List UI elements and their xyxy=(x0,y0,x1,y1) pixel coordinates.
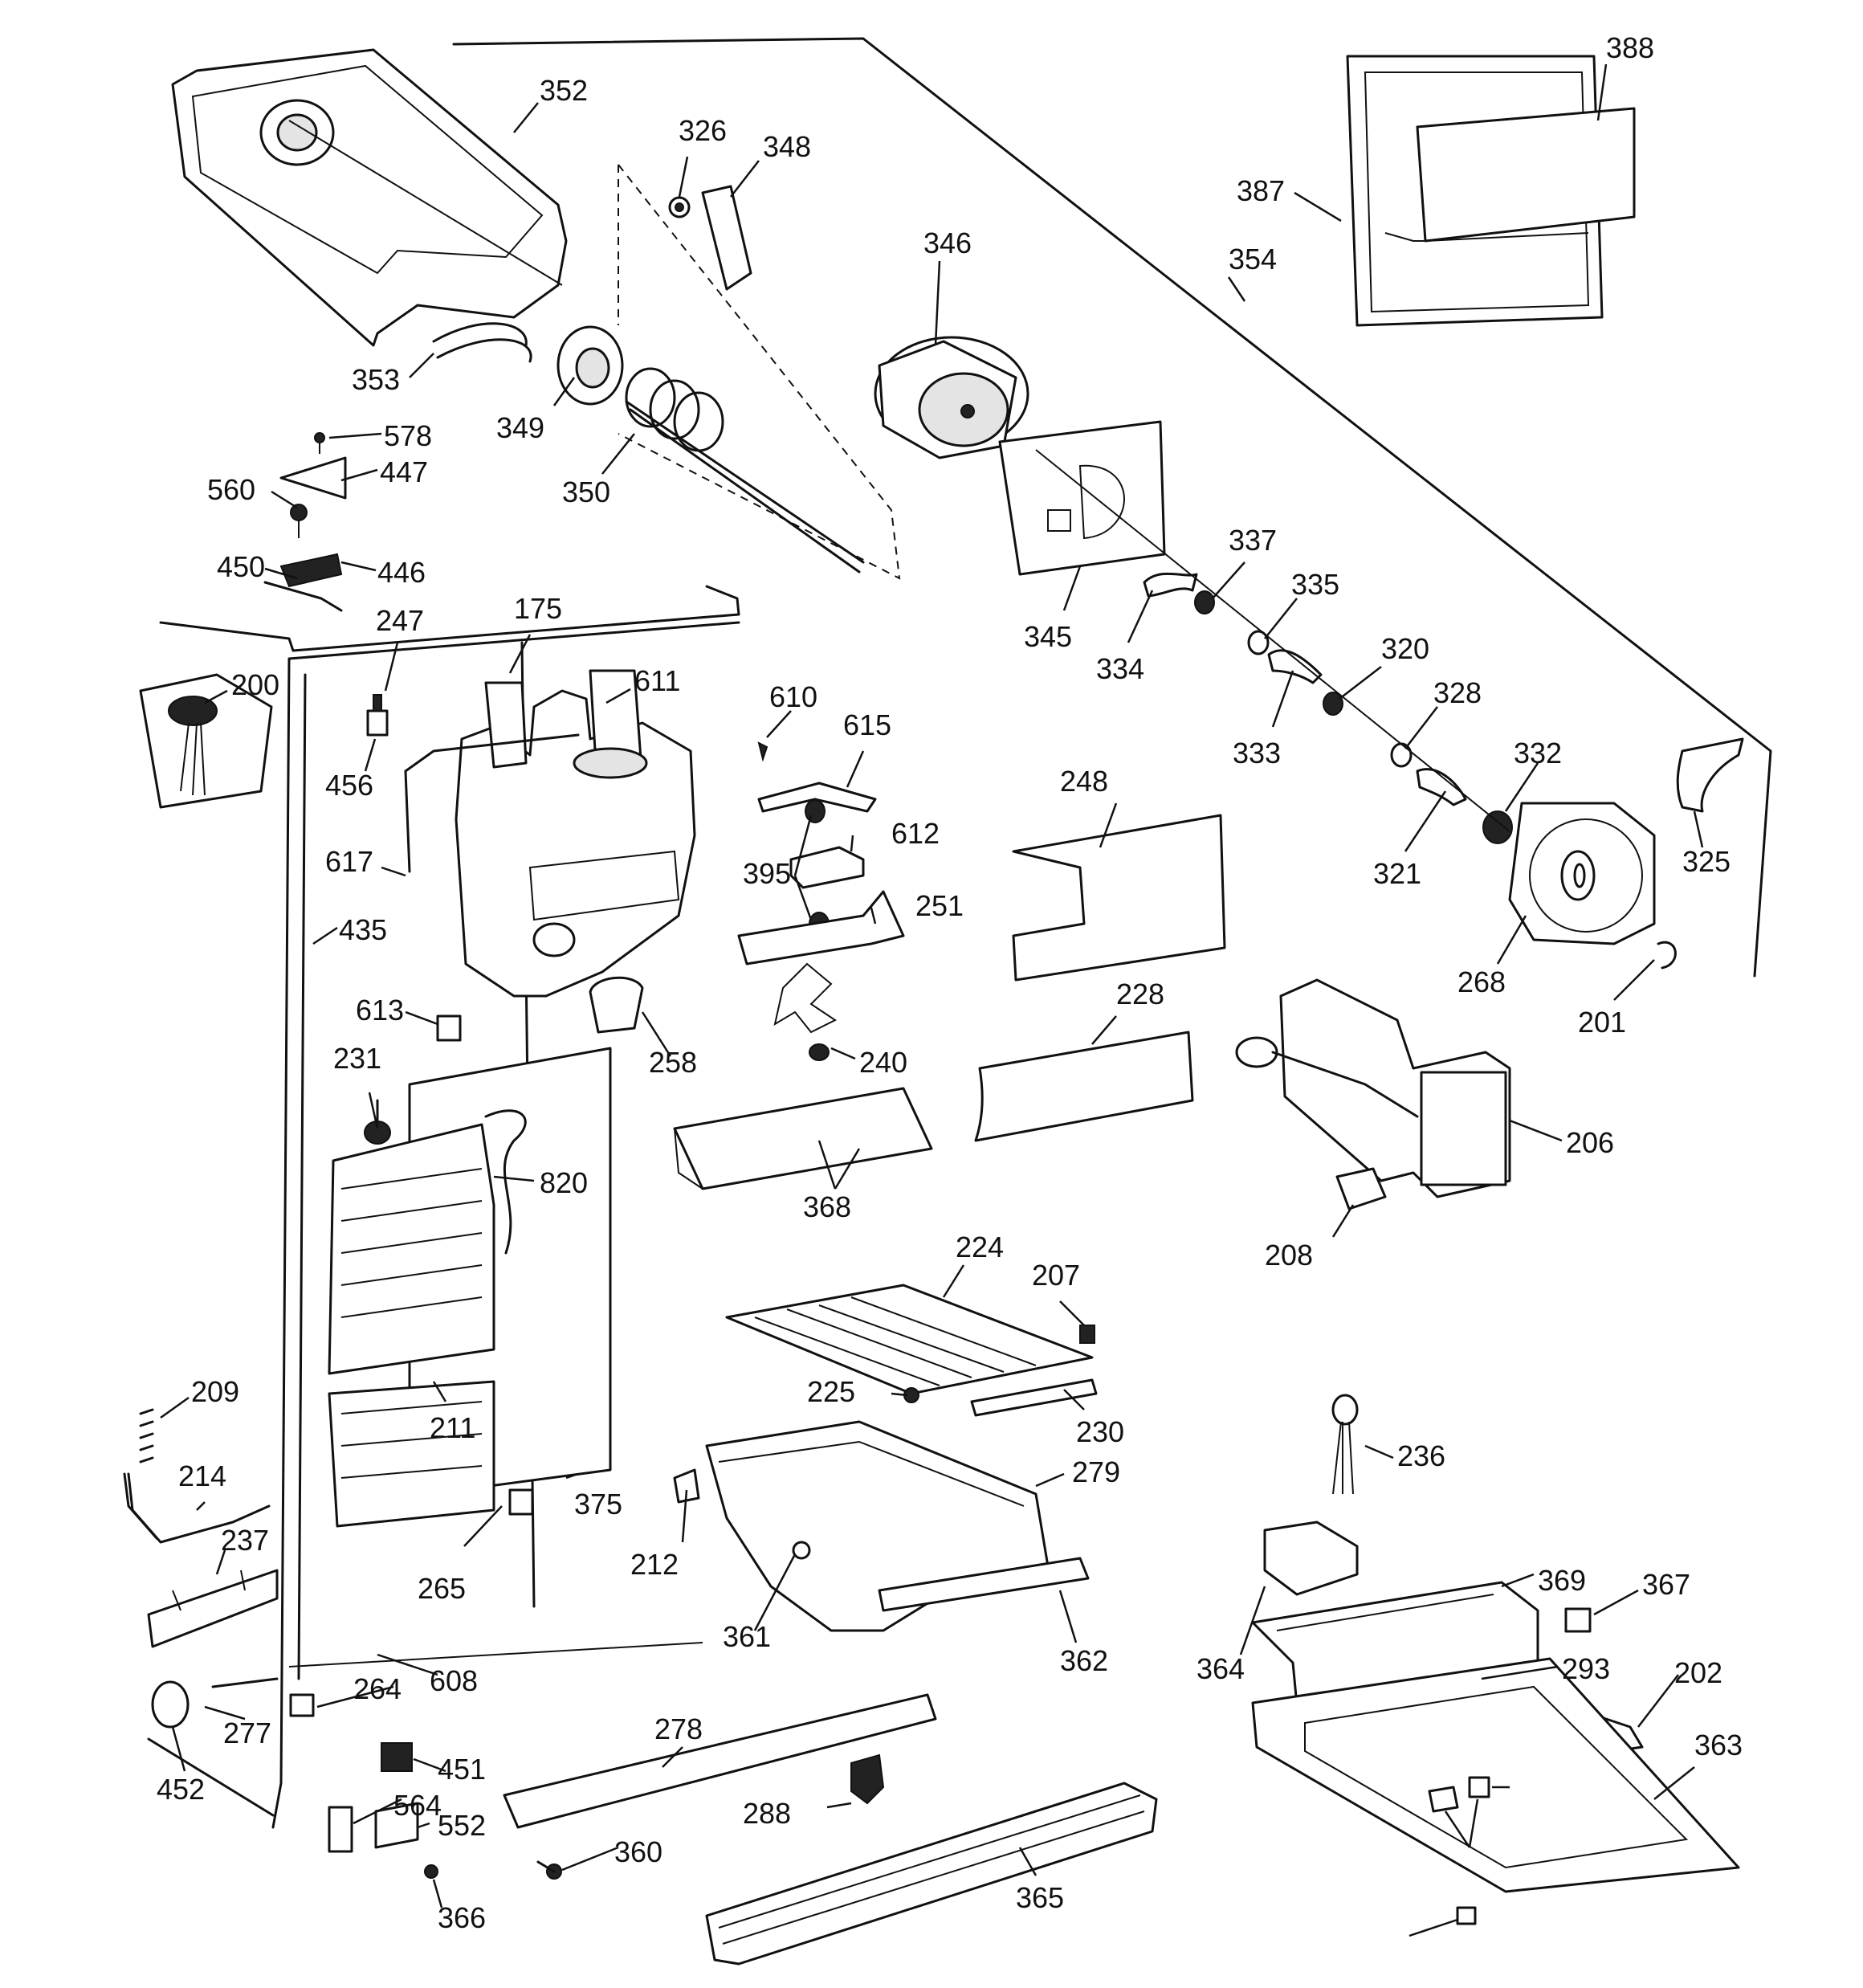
part-label-333: 333 xyxy=(1233,737,1281,769)
part-label-364: 202 xyxy=(1674,1656,1722,1689)
part-label-552: 366 xyxy=(438,1901,486,1934)
part-label-335: 328 xyxy=(1433,676,1482,709)
part-label-349: 349 xyxy=(496,411,544,444)
part-label-354: 354 xyxy=(1229,243,1277,276)
part-label-320: 332 xyxy=(1514,737,1562,769)
part-label-560: 560 xyxy=(207,473,255,506)
part-label-334: 334 xyxy=(1096,652,1144,685)
part-label-361: 369 xyxy=(1538,1564,1586,1597)
leader-lines xyxy=(160,63,1704,1937)
part-label-387: 387 xyxy=(1237,174,1285,207)
part-label-446: 446 xyxy=(377,556,426,589)
diagram-artwork xyxy=(123,37,1772,1966)
part-label-375: 236 xyxy=(1397,1439,1445,1472)
part-label-611: 615 xyxy=(843,708,891,741)
part-label-617: 613 xyxy=(356,994,404,1027)
part-label-613: 240 xyxy=(859,1046,907,1079)
part-label-395: 248 xyxy=(1060,765,1108,798)
part-label-278: 288 xyxy=(743,1797,791,1830)
part-label-268: 200 xyxy=(231,668,279,701)
part-label-209: 230 xyxy=(1076,1415,1124,1448)
part-label-236: 212 xyxy=(630,1548,679,1581)
part-label-353: 353 xyxy=(352,363,400,396)
part-label-201: 247 xyxy=(376,604,424,637)
part-label-175: 610 xyxy=(769,680,817,713)
part-label-288: 365 xyxy=(1016,1881,1064,1914)
part-label-352: 352 xyxy=(540,74,588,107)
part-label-325: 268 xyxy=(1457,965,1506,998)
part-label-328: 325 xyxy=(1682,845,1731,878)
part-label-208: 207 xyxy=(1032,1259,1080,1292)
part-label-564: 360 xyxy=(614,1835,662,1868)
part-label-248: 617 xyxy=(325,845,373,878)
part-label-456: 435 xyxy=(339,913,387,946)
part-label-335: 335 xyxy=(1291,568,1339,601)
part-label-200: 175 xyxy=(514,592,562,625)
part-labels: 352 326 348 346 353 349 350 388 387 354 … xyxy=(157,31,1743,1934)
part-label-362: 367 xyxy=(1642,1568,1690,1601)
part-label-247: 611 xyxy=(634,664,680,697)
part-label-345: 345 xyxy=(1024,620,1072,653)
part-label-264: 452 xyxy=(157,1773,205,1806)
part-label-279: 237 xyxy=(221,1524,269,1557)
part-label-228: 820 xyxy=(540,1166,588,1199)
part-label-368: 208 xyxy=(1265,1239,1313,1272)
part-label-251: 456 xyxy=(325,769,373,802)
part-label-350: 350 xyxy=(562,476,610,508)
part-label-321: 201 xyxy=(1578,1006,1626,1039)
part-label-348: 348 xyxy=(763,130,811,163)
part-label-214: 375 xyxy=(574,1488,622,1521)
part-label-615: 395 xyxy=(743,857,791,890)
part-label-277: 278 xyxy=(654,1712,703,1745)
part-label-206: 224 xyxy=(956,1231,1004,1263)
part-label-346: 346 xyxy=(923,227,972,259)
part-label-452: 564 xyxy=(393,1789,442,1822)
part-label-207: 225 xyxy=(807,1375,855,1408)
part-label-237: 361 xyxy=(723,1620,771,1653)
part-label-230: 211 xyxy=(430,1411,475,1444)
part-label-450: 450 xyxy=(217,550,265,583)
part-label-447: 447 xyxy=(380,455,428,488)
part-label-231: 368 xyxy=(803,1190,851,1223)
part-label-293: 264 xyxy=(353,1672,402,1705)
part-label-225: 214 xyxy=(178,1459,226,1492)
part-label-230: 265 xyxy=(418,1572,466,1605)
part-label-258: 228 xyxy=(1116,978,1164,1010)
part-label-326: 326 xyxy=(679,114,727,147)
part-label-610: 612 xyxy=(891,817,940,850)
part-label-337: 320 xyxy=(1381,632,1429,665)
part-label-202: 608 xyxy=(430,1664,478,1697)
part-label-388: 388 xyxy=(1606,31,1654,64)
part-label-608: 451 xyxy=(438,1753,486,1786)
part-label-337: 337 xyxy=(1229,524,1277,557)
part-label-224: 209 xyxy=(191,1375,239,1408)
part-label-240: 231 xyxy=(333,1042,381,1075)
part-label-612: 251 xyxy=(915,889,964,922)
part-label-369: 364 xyxy=(1196,1652,1245,1685)
part-label-367: 293 xyxy=(1562,1652,1610,1685)
part-label-211: 279 xyxy=(1072,1455,1120,1488)
part-label-360: 363 xyxy=(1694,1729,1743,1761)
part-label-451: 552 xyxy=(438,1809,486,1842)
part-label-820: 206 xyxy=(1566,1126,1614,1159)
part-label-435: 258 xyxy=(649,1046,697,1079)
part-label-332: 321 xyxy=(1373,857,1421,890)
part-label-265: 277 xyxy=(223,1717,271,1749)
part-label-578: 578 xyxy=(384,419,432,452)
part-label-212: 362 xyxy=(1060,1644,1108,1677)
